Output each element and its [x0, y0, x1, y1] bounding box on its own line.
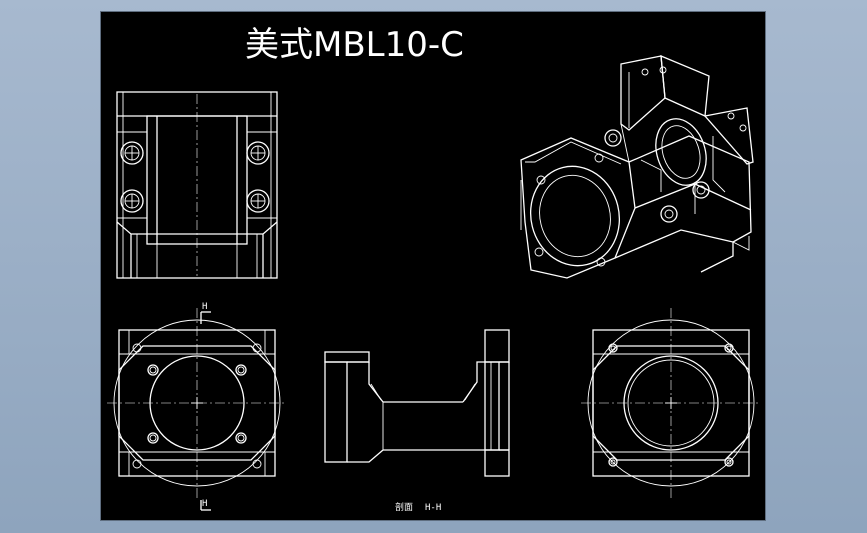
top-view	[116, 91, 278, 279]
front-view: H H	[107, 302, 287, 511]
drawing-title: 美式MBL10-C	[245, 25, 464, 65]
isometric-view	[520, 54, 754, 279]
top-view-bolt-tl	[120, 141, 144, 165]
drawing-canvas: 美式MBL10-C	[107, 25, 761, 513]
section-marker-bottom: H	[202, 499, 207, 509]
section-caption-prefix: 剖面	[395, 501, 413, 513]
rear-view	[581, 308, 761, 498]
top-view-bolt-bl	[120, 189, 144, 213]
top-view-bolt-tr	[246, 141, 270, 165]
section-marker-top: H	[202, 302, 207, 312]
section-caption: H-H	[425, 503, 441, 513]
section-view: 剖面 H-H	[324, 329, 510, 513]
top-view-bolt-br	[246, 189, 270, 213]
drawing-sheet[interactable]: 美式MBL10-C	[100, 11, 766, 521]
